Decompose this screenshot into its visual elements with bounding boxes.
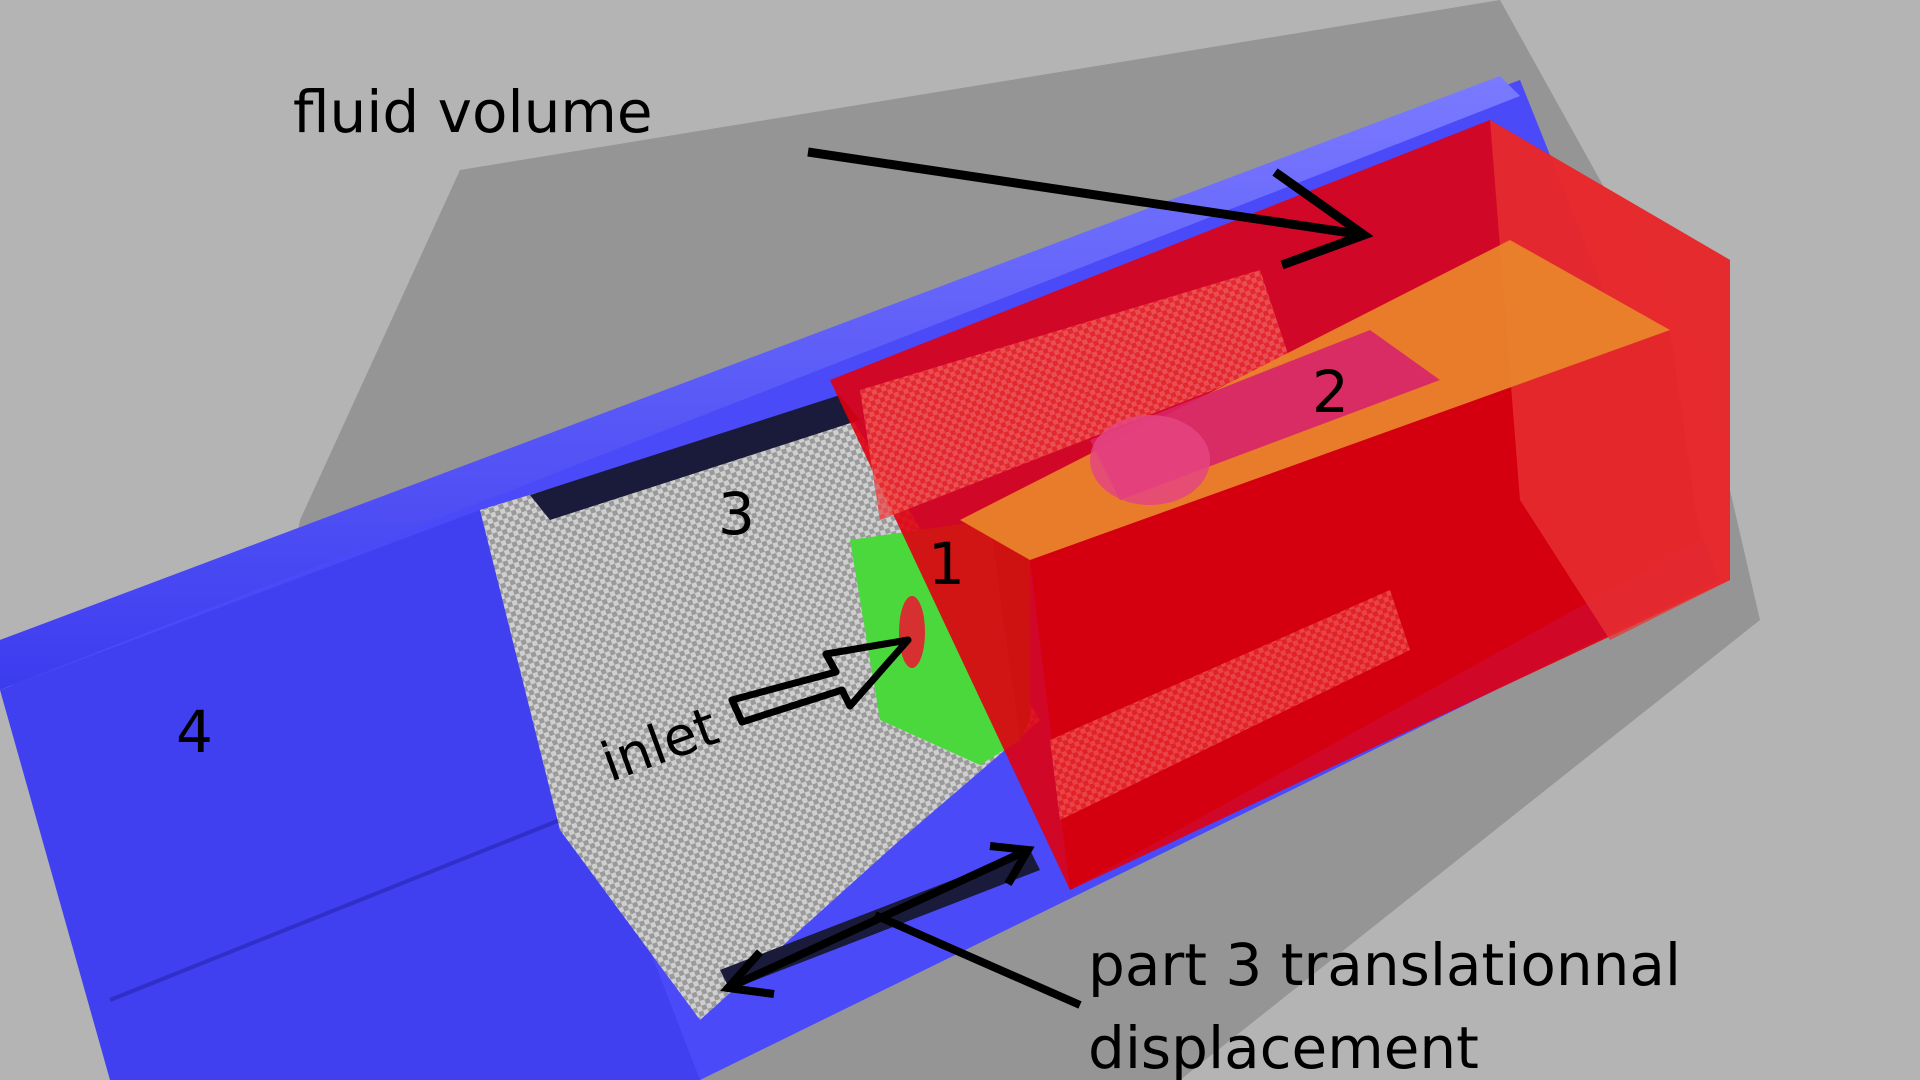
inlet-arrow-icon — [728, 636, 912, 726]
fluid-volume-arrow-head — [1272, 168, 1374, 270]
displacement-leader-line — [873, 911, 1082, 1009]
part-2-label: 2 — [1312, 358, 1349, 426]
part-1-inlet-hole — [899, 596, 925, 668]
displacement-arrow-head-right — [989, 842, 1035, 887]
fluid-volume-label: fluid volume — [293, 78, 653, 146]
fluid-volume-lower-mesh-patch — [1050, 590, 1410, 820]
displacement-arrow-head-left — [719, 949, 775, 998]
part-4-label: 4 — [176, 698, 213, 766]
part-4-blue-frame-top-edge — [0, 76, 1520, 690]
fluid-volume-arrow-shaft — [807, 147, 1365, 240]
part-3-slot — [530, 395, 860, 520]
fluid-volume-mesh-patch — [860, 270, 1290, 520]
fluid-volume-end-cap — [1490, 120, 1730, 640]
displacement-label-line-2: displacement — [1088, 1014, 1479, 1080]
part-3-label: 3 — [718, 480, 755, 548]
displacement-label-line-1: part 3 translationnal — [1088, 931, 1681, 999]
part-1-label: 1 — [928, 530, 965, 598]
part-4-frame-crease — [109, 818, 561, 1002]
part-2-cylinder-pin — [1090, 415, 1210, 505]
